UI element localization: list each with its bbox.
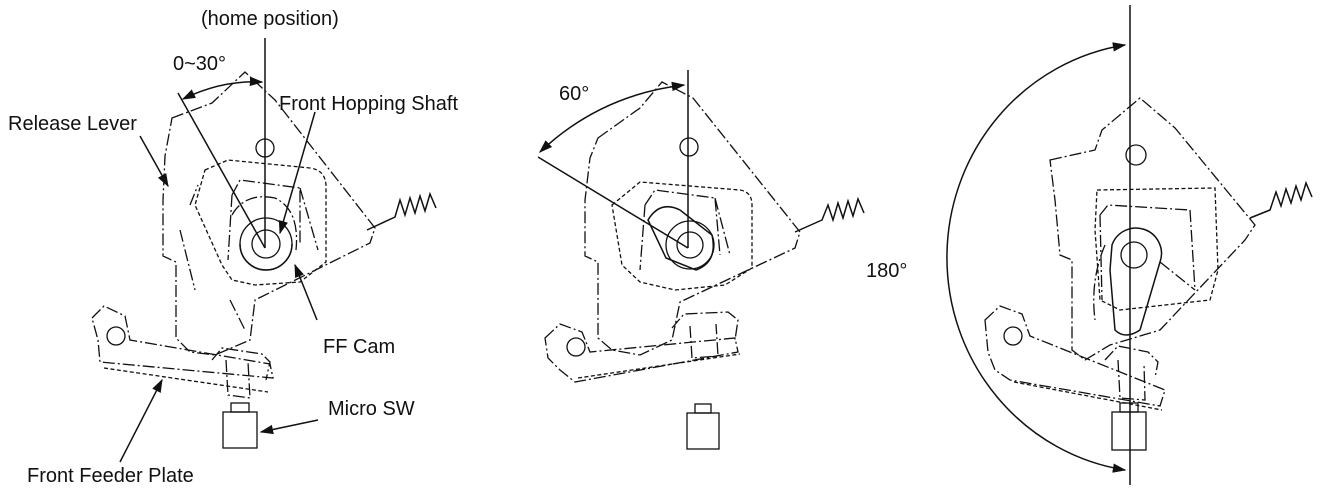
ff-cam-leader <box>294 263 318 321</box>
spring-zigzag-60 <box>794 196 865 233</box>
micro-switch-body <box>222 411 258 449</box>
spring-zigzag-180 <box>1249 180 1313 219</box>
release-lever-outline-60 <box>584 81 801 356</box>
micro-sw-leader <box>259 419 319 435</box>
front-feeder-plate-60 <box>544 323 739 383</box>
front-hopping-shaft-label: Front Hopping Shaft <box>279 93 458 115</box>
feeder-plate-hole-180 <box>1003 326 1023 346</box>
feeder-plate-hole <box>106 326 126 346</box>
pivot-hole <box>255 138 275 158</box>
panel-home-position: (home position) 0~30° Release Lever Fron… <box>8 8 458 487</box>
cam-plate-outline <box>194 159 327 286</box>
release-lever-outline <box>162 71 376 356</box>
release-lever-label: Release Lever <box>8 113 137 135</box>
feeder-plate-edge <box>103 367 269 393</box>
cam-plate-inner-180 <box>1099 204 1196 301</box>
front-hopping-shaft-leader <box>278 111 316 235</box>
micro-switch-button-180 <box>1119 402 1139 413</box>
front-hopping-shaft <box>251 229 281 259</box>
cam-arm-180 <box>1093 244 1196 321</box>
front-feeder-plate-label: Front Feeder Plate <box>27 465 194 487</box>
lever-slot <box>179 184 246 331</box>
panel-60-degree: 60° <box>537 70 865 450</box>
front-feeder-plate-180 <box>984 305 1166 407</box>
cam-plate-inner <box>227 179 319 261</box>
pivot-hole-180 <box>1125 144 1147 166</box>
angle-arc-60 <box>539 81 686 153</box>
angle-180-label: 180° <box>866 260 907 282</box>
shaft-angle-line <box>177 92 266 249</box>
angle-60-label: 60° <box>559 83 589 105</box>
micro-switch-body-60 <box>686 412 720 450</box>
front-hopping-shaft-60 <box>676 231 704 259</box>
home-position-label: (home position) <box>201 8 339 30</box>
feeder-plate-hole-60 <box>566 337 586 357</box>
micro-switch-button <box>230 402 250 413</box>
micro-switch-button-60 <box>694 403 712 414</box>
front-hopping-shaft-180 <box>1120 241 1148 269</box>
angle-arc-0-30 <box>181 76 264 100</box>
ff-cam-180 <box>1109 227 1163 336</box>
release-lever-outline-180 <box>1049 97 1256 361</box>
cam-plate-outline-60 <box>611 181 753 291</box>
feeder-plate-edge-180 <box>1013 381 1163 411</box>
cam-plate-inner-60 <box>639 189 731 271</box>
feeder-plate-edge-60 <box>577 353 741 379</box>
micro-switch-actuator-60 <box>671 311 739 359</box>
angle-0-30-label: 0~30° <box>173 53 226 75</box>
ff-cam-lobe <box>239 243 293 271</box>
micro-switch-body-180 <box>1111 411 1147 451</box>
micro-sw-label: Micro SW <box>328 398 415 420</box>
pivot-hole-60 <box>679 137 699 157</box>
micro-switch-actuator <box>211 347 271 399</box>
release-lever-leader <box>139 135 169 188</box>
spring-zigzag <box>366 191 437 231</box>
ff-cam-label: FF Cam <box>323 336 395 358</box>
front-feeder-plate-leader <box>119 378 163 463</box>
panel-180-degree: 180° <box>866 5 1313 485</box>
cam-boss <box>231 196 298 251</box>
cam-lobe-60 <box>647 205 714 271</box>
ff-cam-outer-60 <box>665 220 715 270</box>
micro-switch-actuator-180 <box>1104 345 1159 401</box>
cam-plate-outline-180 <box>1094 187 1219 311</box>
shaft-angle-line-60 <box>537 156 689 249</box>
angle-arc-180 <box>946 42 1127 473</box>
